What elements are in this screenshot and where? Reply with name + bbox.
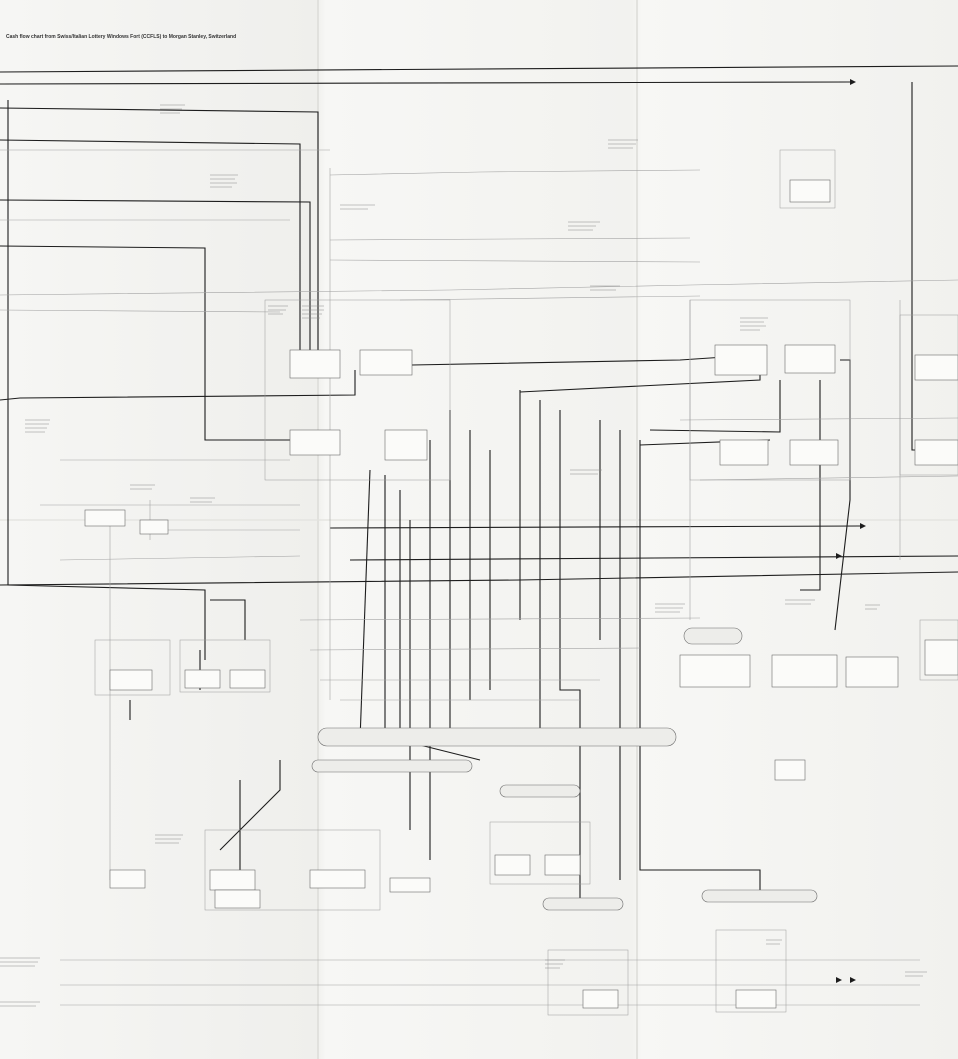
entity-box [84, 509, 126, 527]
entity-box [109, 669, 153, 691]
entity-box [845, 656, 899, 688]
rounded-bar [317, 727, 677, 747]
entity-box [109, 869, 146, 889]
group-frame [94, 639, 171, 696]
diagram-title: Cash flow chart from Swiss/Italian Lotte… [6, 34, 237, 40]
rounded-bar [542, 897, 624, 911]
rounded-bar [701, 889, 818, 903]
entity-box [582, 989, 619, 1009]
entity-box [289, 349, 341, 379]
group-frame [715, 929, 787, 1013]
group-frame [547, 949, 629, 1016]
entity-box [924, 639, 958, 676]
group-frame [489, 821, 591, 885]
entity-box [184, 669, 221, 689]
entity-box [784, 344, 836, 374]
group-frame [779, 149, 836, 209]
group-frames [94, 149, 958, 1016]
entity-box [774, 759, 806, 781]
entity-box [309, 869, 366, 889]
entity-box [789, 439, 839, 466]
entity-box [209, 869, 256, 891]
entity-box [139, 519, 169, 535]
entity-box [679, 654, 751, 688]
connector-lines-light [0, 149, 958, 1006]
entity-box [389, 877, 431, 893]
entity-box [714, 344, 768, 376]
entity-box [289, 429, 341, 456]
entity-box [214, 889, 261, 909]
entity-box [914, 439, 958, 466]
entity-box [229, 669, 266, 689]
group-frame [689, 299, 851, 481]
entity-box [771, 654, 838, 688]
entity-box [735, 989, 777, 1009]
entity-box [494, 854, 531, 876]
annotation-marks [0, 104, 927, 1007]
rounded-bar [499, 784, 581, 798]
arrow-heads [836, 79, 866, 983]
group-frame [204, 829, 381, 911]
entity-box [789, 179, 831, 203]
group-frame [264, 299, 451, 481]
entity-box [914, 354, 958, 381]
entity-boxes [84, 179, 958, 1009]
entity-box [384, 429, 428, 461]
entity-box [544, 854, 581, 876]
entity-box [359, 349, 413, 376]
rounded-bar [311, 759, 473, 773]
group-frame [899, 314, 958, 476]
entity-box [719, 439, 769, 466]
rounded-bars [311, 627, 818, 911]
rounded-bar [683, 627, 743, 645]
group-frame [179, 639, 271, 693]
group-frame [919, 619, 958, 681]
